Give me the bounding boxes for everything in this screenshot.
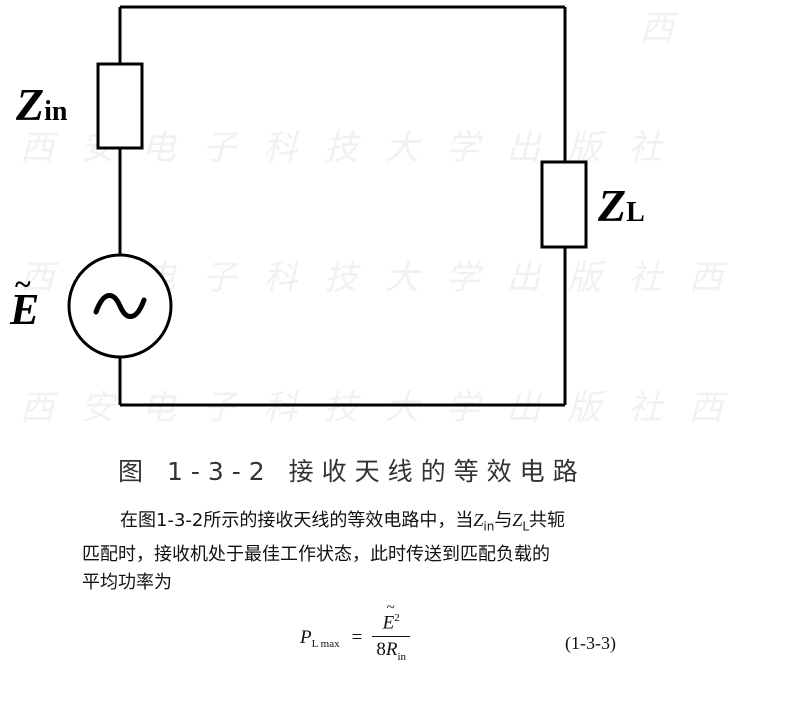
formula-equals: = [351, 626, 363, 648]
inline-zin-sub: in [483, 519, 495, 534]
zin-impedance-box [96, 62, 144, 150]
formula-numerator: ~E2 [379, 600, 404, 636]
equation-number: (1-3-3) [565, 633, 616, 653]
formula-tilde: ~ [386, 600, 395, 616]
formula-p: P [300, 626, 312, 648]
formula-p-sub: L max [311, 637, 340, 650]
inline-zl-sub: L [522, 519, 530, 534]
paragraph-text: 共轭 [529, 510, 566, 531]
circuit-wires [118, 5, 567, 407]
formula-e: E [382, 612, 395, 634]
zl-label: ZL [598, 183, 645, 229]
emf-label: ~ E [10, 270, 40, 334]
zl-label-sub: L [626, 197, 645, 228]
zin-label: Zin [16, 82, 67, 128]
zin-label-sub: in [44, 96, 68, 127]
formula-denominator: 8Rin [372, 636, 410, 663]
zin-label-main: Z [16, 79, 45, 130]
power-formula: P L max = ~E2 8Rin [300, 600, 410, 663]
formula-r: R [385, 639, 398, 661]
body-paragraph: 在图1-3-2所示的接收天线的等效电路中，当Zin与ZL共轭 匹配时，接收机处于… [82, 506, 642, 597]
emf-label-tilde: ~ [15, 268, 31, 301]
inline-zl: Z [512, 510, 523, 530]
formula-eight: 8 [376, 639, 386, 661]
zl-impedance-box [540, 160, 588, 249]
paragraph-line-3: 平均功率为 [82, 571, 172, 593]
formula-r-sub: in [397, 651, 406, 664]
paragraph-text: 与 [494, 510, 513, 531]
figure-caption: 图 1-3-2 接收天线的等效电路 [118, 457, 586, 486]
formula-exponent: 2 [394, 612, 400, 624]
paragraph-text: 在图1-3-2所示的接收天线的等效电路中，当 [120, 510, 474, 531]
emf-label-main: E [10, 285, 40, 334]
inline-zin: Z [473, 510, 484, 530]
paragraph-line-2: 匹配时，接收机处于最佳工作状态，此时传送到匹配负载的 [82, 543, 550, 565]
paragraph-line-1: 在图1-3-2所示的接收天线的等效电路中，当Zin与ZL共轭 [82, 506, 642, 541]
ac-source-tilde-icon [93, 293, 147, 319]
formula-fraction: ~E2 8Rin [372, 600, 410, 663]
zl-label-main: Z [598, 180, 627, 231]
equivalent-circuit-diagram [67, 5, 588, 407]
